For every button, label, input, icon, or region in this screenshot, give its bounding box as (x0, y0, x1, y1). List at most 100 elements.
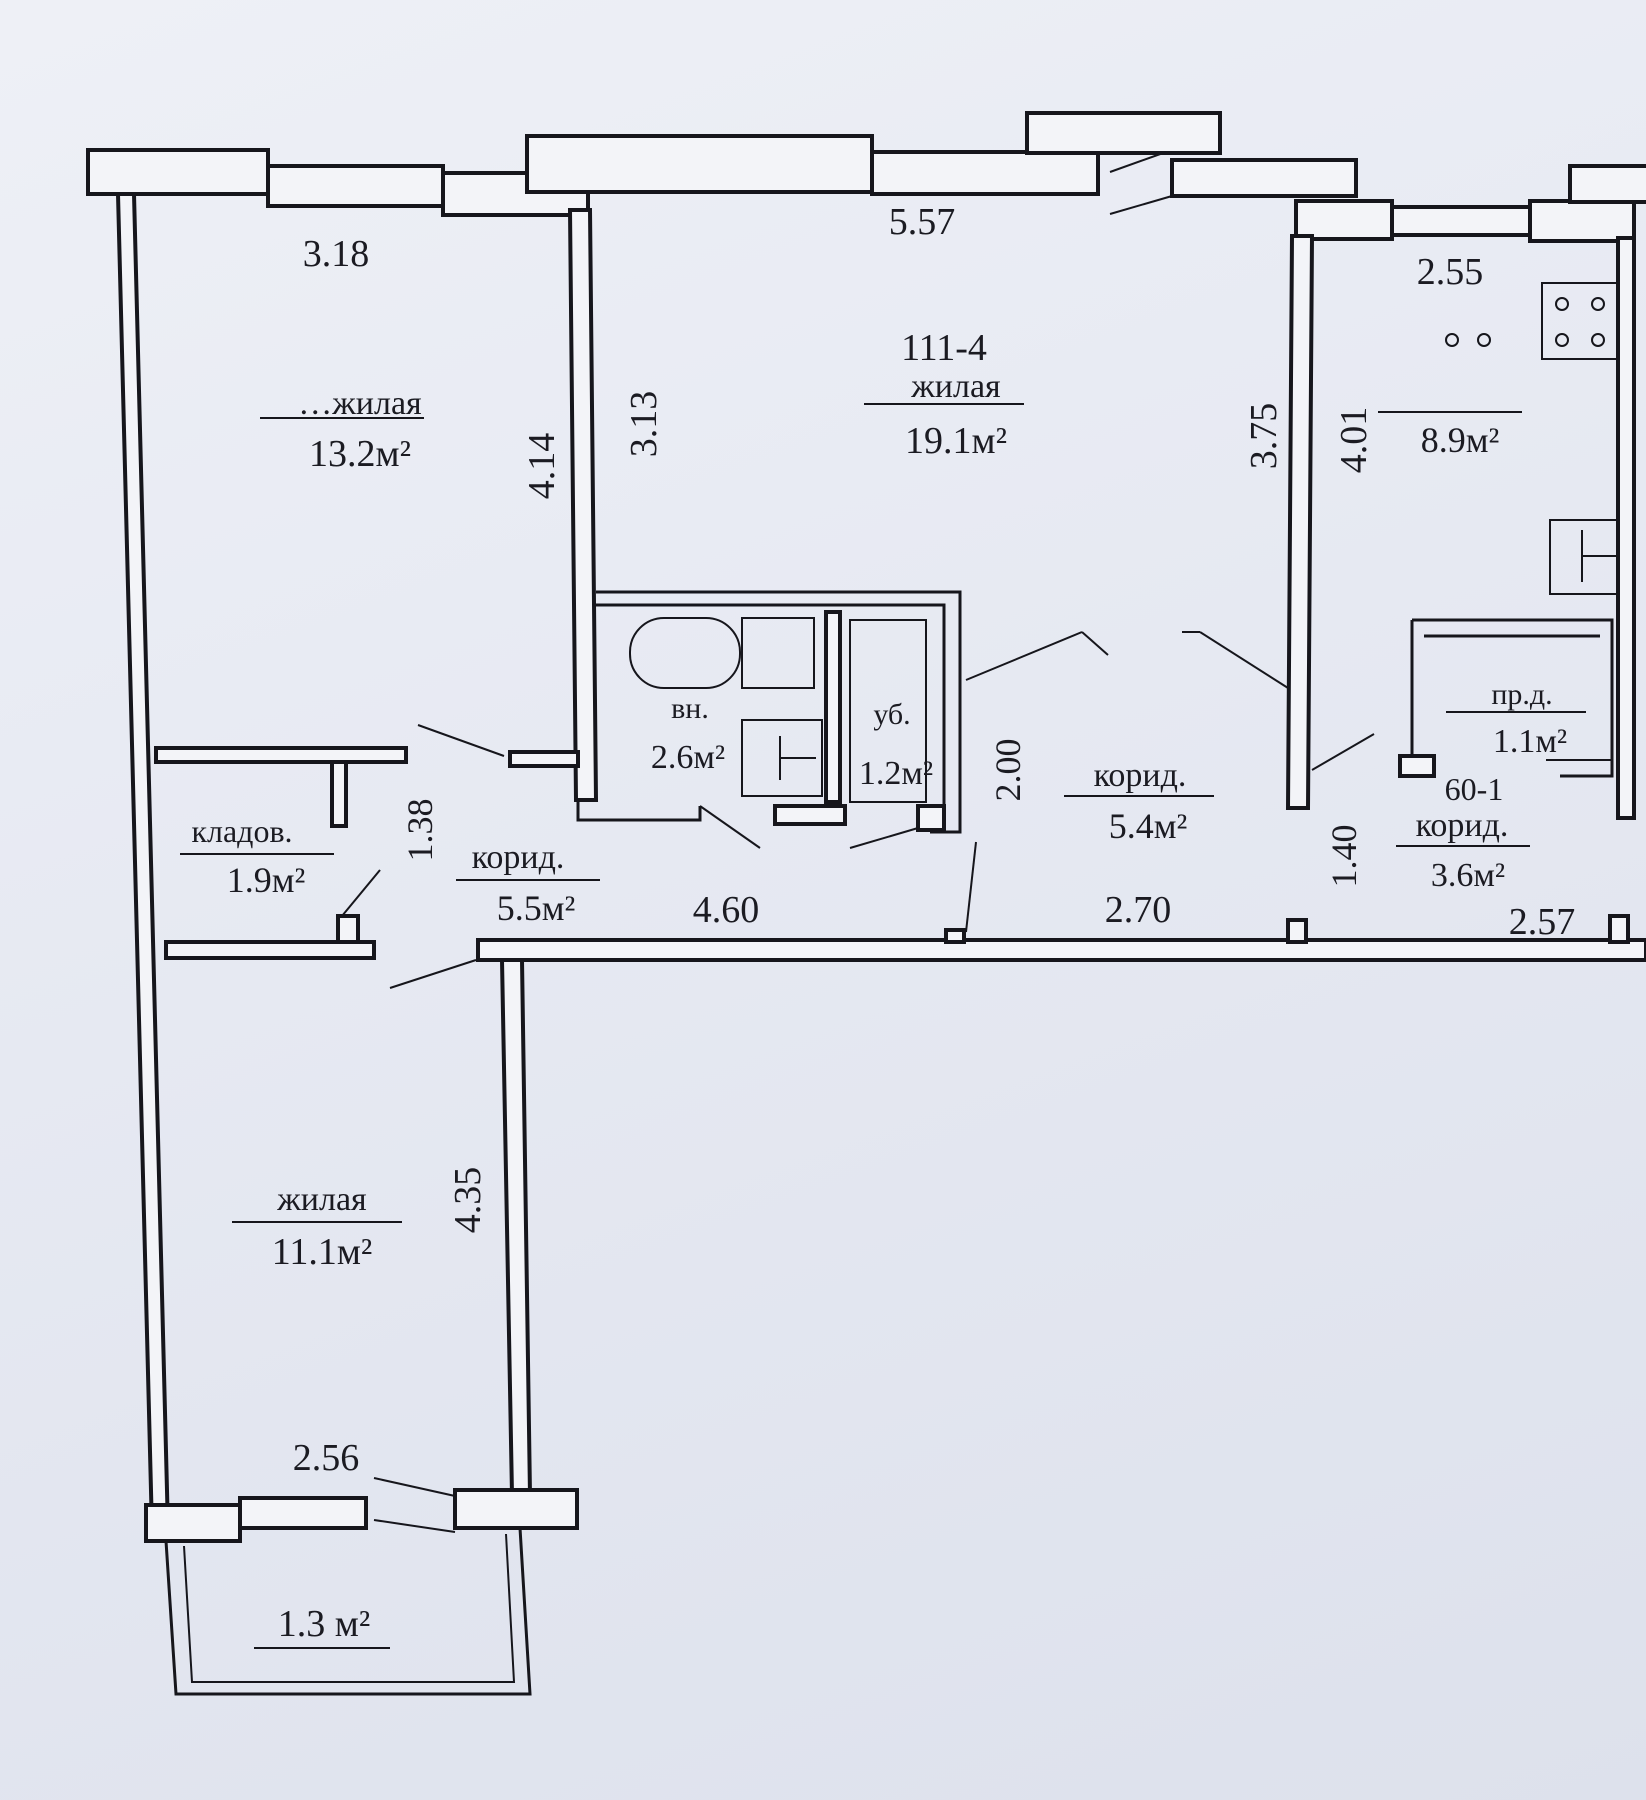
room-code: 111-4 (901, 327, 987, 369)
room-name: вн. (671, 692, 709, 725)
dimension-label: 3.75 (1243, 403, 1285, 470)
dimension-label: 3.13 (623, 391, 665, 458)
wall-block (1294, 199, 1394, 241)
bathtub-icon (629, 617, 741, 689)
door-swing (849, 827, 919, 849)
dimension-label: 4.14 (521, 433, 563, 500)
dimension-label: 4.60 (693, 889, 760, 931)
dimension-label: 4.35 (447, 1167, 489, 1234)
corridor-wall (476, 938, 1646, 962)
dimension-label: 2.00 (988, 739, 1028, 802)
bath-threshold (576, 800, 702, 822)
room-area: 1.1м² (1493, 723, 1567, 760)
window-frame (1390, 205, 1532, 237)
door-stop (1286, 918, 1308, 944)
door-swing (1081, 631, 1109, 656)
dimension-label: 1.38 (400, 799, 440, 862)
toilet-icon (849, 619, 927, 803)
door-swing (373, 1477, 456, 1497)
sink-icon (1477, 333, 1491, 347)
burner (1591, 333, 1605, 347)
burner (1555, 333, 1569, 347)
wall-block (1025, 111, 1222, 155)
door-swings (341, 151, 1375, 1533)
room-name: уб. (873, 698, 910, 731)
bottom-room-wall (499, 958, 533, 1497)
room-name: кладов. (191, 813, 292, 849)
bath-door-stop (773, 804, 847, 826)
left-wall (115, 192, 171, 1532)
balcony-inner (183, 1533, 516, 1683)
room-name: корид. (1416, 807, 1509, 844)
door-swing (417, 724, 505, 757)
partition-wall (567, 208, 599, 802)
bath-block-inner (596, 603, 946, 818)
washer-icon (741, 719, 823, 797)
pantry-door-stop (1398, 754, 1436, 778)
door-swing (965, 841, 977, 933)
storage-wall (330, 760, 348, 828)
room-area: 5.5м² (497, 888, 576, 928)
room-area: 13.2м² (309, 433, 411, 475)
room-area: 11.1м² (272, 1231, 373, 1273)
partition-wall (1285, 234, 1315, 810)
wall-block (1528, 199, 1636, 243)
toilet-door-stop (916, 804, 946, 832)
door-swing (965, 631, 1083, 681)
pantry-outline (1412, 618, 1614, 778)
dimension-label: 3.18 (303, 233, 370, 275)
dimension-label: 2.55 (1417, 251, 1484, 293)
room-code: 60-1 (1445, 771, 1504, 807)
room-name: …жилая (298, 385, 422, 422)
dimension-label: 2.56 (293, 1437, 360, 1479)
door-swing (1109, 151, 1167, 173)
door-swing (389, 959, 477, 989)
room-labels: …жилая 13.2м² 111-4 жилая 19.1м² 8.9м² в… (180, 327, 1586, 1649)
room-area: 3.6м² (1431, 857, 1505, 894)
door-swing (699, 805, 761, 849)
room-name: корид. (1094, 757, 1187, 794)
balcony-outline (164, 1527, 532, 1696)
wall-block (1568, 164, 1646, 204)
door-stop (1608, 914, 1630, 944)
wall-block (86, 148, 270, 196)
room-area: 8.9м² (1421, 420, 1500, 460)
room-area: 1.2м² (859, 755, 933, 792)
door-stop (944, 928, 966, 944)
room-name: корид. (472, 839, 565, 876)
dimension-label: 4.01 (1333, 407, 1375, 474)
storage-wall (154, 746, 408, 764)
room-name: жилая (910, 368, 1001, 405)
room-area: 5.4м² (1109, 806, 1188, 846)
bath-toilet-partition (824, 610, 842, 804)
balcony-window (238, 1496, 368, 1530)
dimension-label: 1.40 (1324, 825, 1364, 888)
room-area: 2.6м² (651, 739, 725, 776)
wall-block (525, 134, 874, 194)
room-area: 19.1м² (905, 420, 1007, 462)
dimension-labels: 3.18 5.57 2.55 4.14 3.13 3.75 4.01 1.38 … (293, 201, 1576, 1479)
dimension-label: 2.70 (1105, 889, 1172, 931)
wall-block (1170, 158, 1358, 198)
door-swing (1109, 195, 1173, 215)
storage-wall (164, 940, 376, 960)
basin-icon (741, 617, 815, 689)
door-swing (1199, 631, 1289, 689)
stove-icon (1541, 282, 1619, 360)
window-frame (870, 150, 1100, 196)
partition-stub (508, 750, 580, 768)
burner (1591, 297, 1605, 311)
door-stop (336, 914, 360, 944)
door-swing (373, 1519, 456, 1533)
room-area: 1.9м² (227, 860, 306, 900)
balcony-wall-block (144, 1503, 242, 1543)
window-frame (266, 164, 445, 208)
exterior-walls (86, 111, 1646, 1696)
right-wall (1616, 236, 1636, 820)
fixtures (345, 282, 1619, 826)
burner (1555, 297, 1569, 311)
door-swing (341, 869, 381, 917)
room-name: жилая (276, 1181, 367, 1218)
door-swing (1311, 733, 1375, 771)
